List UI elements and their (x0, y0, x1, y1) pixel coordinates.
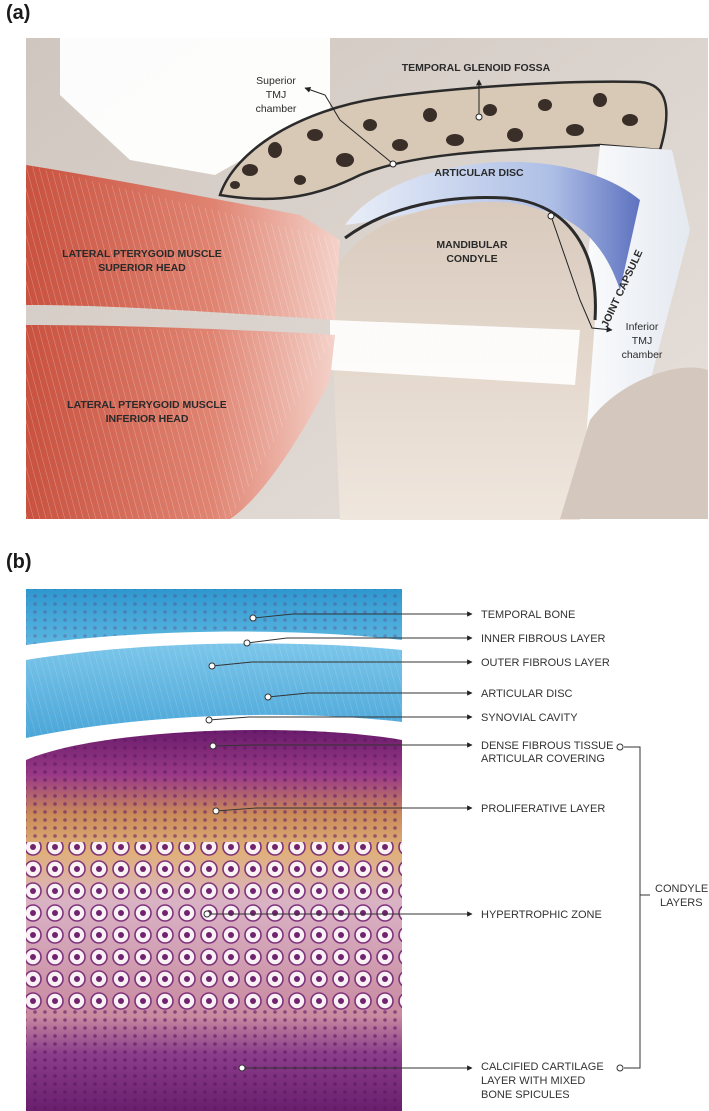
label-proliferative-layer: PROLIFERATIVE LAYER (481, 803, 605, 815)
lpm-inferior-line2: INFERIOR HEAD (106, 413, 189, 425)
condyle-layers-line1: CONDYLE (655, 883, 708, 895)
label-calcified-line3: BONE SPICULES (481, 1089, 570, 1101)
label-articular-disc: ARTICULAR DISC (481, 688, 573, 700)
leader-dot (212, 807, 220, 815)
leader-dot (238, 1064, 246, 1072)
superior-tmj-line2: TMJ (266, 89, 286, 101)
leader-line (208, 714, 473, 721)
panel-b-labels: TEMPORAL BONE INNER FIBROUS LAYER OUTER … (481, 609, 708, 1101)
label-dense-fibrous-line2: ARTICULAR COVERING (481, 753, 605, 765)
articular-disc-label: ARTICULAR DISC (434, 167, 524, 179)
leader-line (252, 611, 473, 619)
panel-b-histology (26, 589, 402, 1111)
label-dense-fibrous-line1: DENSE FIBROUS TISSUE (481, 740, 613, 752)
label-hypertrophic-zone: HYPERTROPHIC ZONE (481, 909, 602, 921)
inferior-tmj-line3: chamber (622, 349, 663, 361)
leader-dot (205, 716, 213, 724)
panel-a-illustration: TEMPORAL GLENOID FOSSA Superior TMJ cham… (26, 38, 708, 520)
superior-tmj-line3: chamber (256, 103, 297, 115)
label-temporal-bone: TEMPORAL BONE (481, 609, 575, 621)
temporal-glenoid-fossa (218, 80, 668, 201)
bracket-top-dot (616, 743, 624, 751)
lpm-inferior-line1: LATERAL PTERYGOID MUSCLE (67, 399, 227, 411)
articular-disc (345, 161, 640, 290)
leader-dot (209, 742, 217, 750)
lpm-superior-line2: SUPERIOR HEAD (98, 262, 186, 274)
bone-spots (230, 93, 638, 189)
lpm-superior-line1: LATERAL PTERYGOID MUSCLE (62, 248, 222, 260)
hypertrophic-cells (26, 842, 402, 1010)
inferior-tmj-line1: Inferior (626, 321, 659, 333)
leader-dot (243, 639, 251, 647)
label-inner-fibrous-layer: INNER FIBROUS LAYER (481, 633, 606, 645)
temporal-glenoid-fossa-label: TEMPORAL GLENOID FOSSA (402, 62, 551, 74)
panel-a-label: (a) (6, 2, 31, 24)
condyle-layers-bracket (624, 746, 650, 1069)
leader-line (211, 659, 473, 667)
leader-dot (203, 910, 211, 918)
condyle-layers-line2: LAYERS (660, 897, 703, 909)
leader-dot (208, 662, 216, 670)
mandibular-condyle-line2: CONDYLE (446, 253, 497, 265)
superior-tmj-line1: Superior (256, 75, 296, 87)
leader-dot (249, 614, 257, 622)
bracket-bottom-dot (616, 1064, 624, 1072)
panel-b-label: (b) (6, 551, 32, 573)
leader-line (215, 805, 473, 812)
label-calcified-line2: LAYER WITH MIXED (481, 1075, 585, 1087)
panel-b-leaders (203, 611, 473, 1072)
leader-line (246, 635, 473, 644)
right-bone (560, 367, 708, 519)
label-calcified-line1: CALCIFIED CARTILAGE (481, 1061, 604, 1073)
mandibular-condyle-line1: MANDIBULAR (436, 239, 508, 251)
leader-line (267, 690, 473, 698)
leader-dot (264, 693, 272, 701)
inferior-tmj-line2: TMJ (632, 335, 652, 347)
leader-line (212, 742, 473, 748)
label-synovial-cavity: SYNOVIAL CAVITY (481, 712, 578, 724)
label-outer-fibrous-layer: OUTER FIBROUS LAYER (481, 657, 610, 669)
